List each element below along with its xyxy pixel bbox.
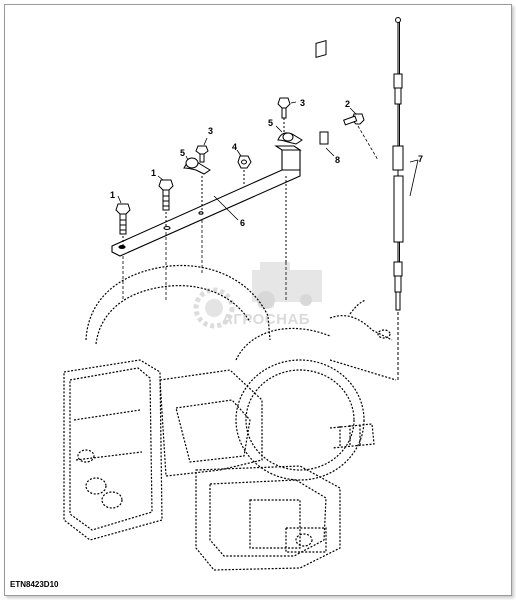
clip-8 — [315, 40, 335, 157]
callout-labels: 1 1 2 3 3 4 5 5 6 7 8 — [110, 98, 423, 228]
callout-4: 4 — [232, 142, 237, 152]
callout-1-left: 1 — [110, 190, 115, 200]
cable-lower-fitting — [393, 261, 403, 277]
cable-sleeve-upper — [392, 145, 404, 171]
bolt-1-left — [115, 195, 131, 246]
callout-1-middle: 1 — [151, 168, 156, 178]
cable-sleeve-lower — [393, 175, 404, 243]
watermark-logo: ООО АГРОСНАБ — [193, 262, 322, 329]
callout-3-right: 3 — [300, 98, 305, 108]
nut-4 — [236, 149, 252, 186]
callout-8: 8 — [335, 155, 340, 165]
watermark-brand: АГРОСНАБ — [222, 311, 310, 328]
callout-7: 7 — [418, 154, 423, 164]
callout-6: 6 — [240, 218, 245, 228]
transmission-housing — [63, 264, 397, 571]
callout-2: 2 — [345, 99, 350, 109]
clamp-5-right — [275, 125, 303, 145]
nut-3-left — [195, 137, 209, 210]
watermark-company-prefix: ООО — [258, 303, 275, 310]
callout-5-left: 5 — [180, 148, 185, 158]
clamp-5-left — [183, 155, 211, 175]
cable-assembly — [392, 17, 419, 380]
cable-end-ring — [395, 17, 401, 23]
callout-5-right: 5 — [268, 118, 273, 128]
bolt-2 — [343, 107, 365, 126]
nut-3-right — [277, 97, 297, 262]
bracket-6 — [111, 145, 302, 257]
bolt-1-middle — [157, 175, 174, 226]
cable-upper-fitting — [393, 73, 403, 89]
callout-3-left: 3 — [208, 126, 213, 136]
figure-id: ETN8423D10 — [10, 580, 59, 589]
alignment-lines — [122, 125, 379, 300]
